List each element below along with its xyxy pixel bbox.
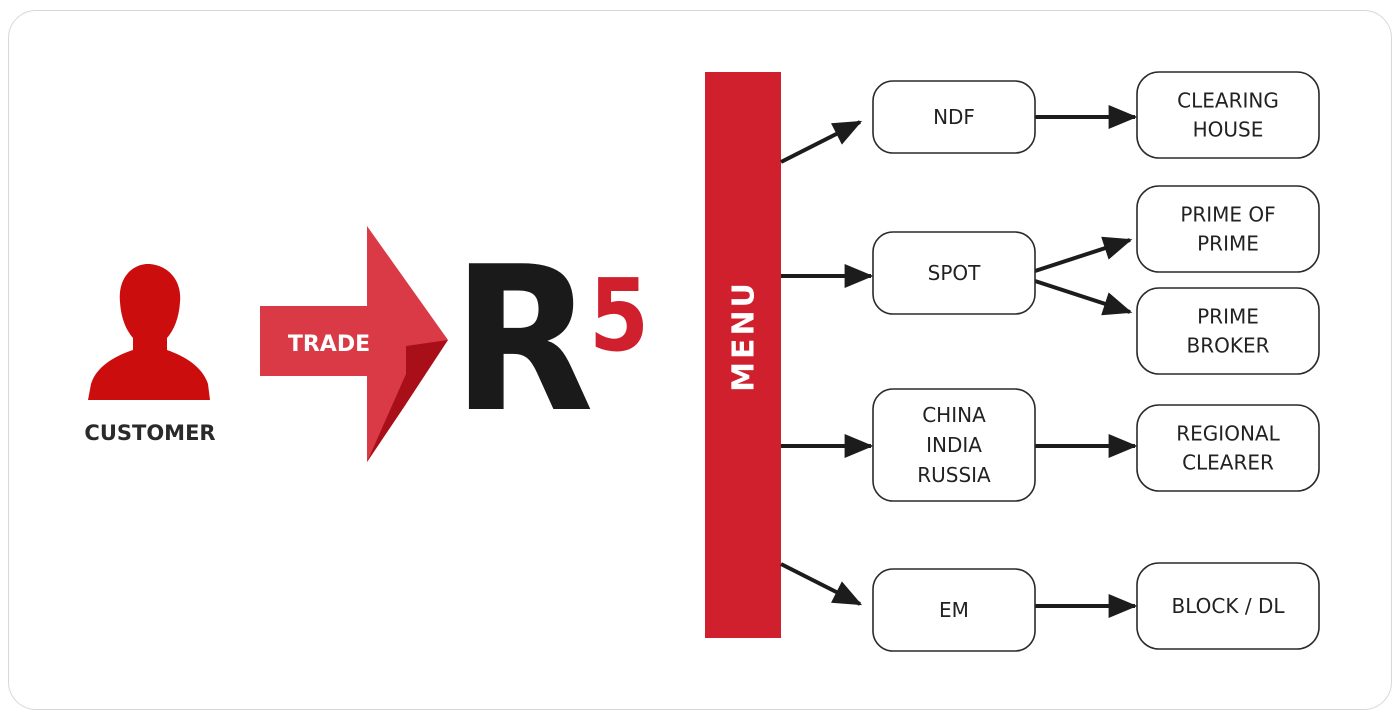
customer-label: CUSTOMER <box>84 421 215 445</box>
node-label-line: NDF <box>933 105 975 129</box>
node-cir-text: CHINA INDIA RUSSIA <box>917 403 991 487</box>
node-block-dl: BLOCK / DL <box>1136 562 1320 650</box>
edge-spot-pb <box>1034 279 1133 316</box>
node-label-line: PRIME <box>1197 232 1259 256</box>
node-label-line: SPOT <box>928 261 981 285</box>
r5-logo: R 5 <box>452 224 649 457</box>
node-regional-clearer: REGIONAL CLEARER <box>1136 404 1320 492</box>
node-label-line: INDIA <box>926 433 982 457</box>
node-spot-text: SPOT <box>928 261 981 285</box>
node-em: EM <box>872 568 1036 652</box>
node-prime-broker: PRIME BROKER <box>1136 287 1320 375</box>
menu-label: MENU <box>727 280 762 392</box>
node-label-line: REGIONAL <box>1176 422 1280 446</box>
node-spot: SPOT <box>872 231 1036 315</box>
node-label-line: HOUSE <box>1193 118 1264 142</box>
menu-bar <box>705 72 781 638</box>
logo-superscript: 5 <box>589 257 649 374</box>
node-prime-broker-text: PRIME BROKER <box>1186 305 1269 358</box>
node-label-line: PRIME <box>1197 305 1259 329</box>
node-label-line: BLOCK / DL <box>1172 594 1286 618</box>
node-label-line: RUSSIA <box>917 463 991 487</box>
logo-letter: R <box>452 224 594 457</box>
node-regional-clearer-text: REGIONAL CLEARER <box>1176 422 1280 475</box>
node-block-dl-text: BLOCK / DL <box>1172 594 1286 618</box>
edge-menu-ndf <box>780 120 863 164</box>
large-arrow-right-icon <box>260 226 448 462</box>
edge-menu-em <box>780 562 863 606</box>
node-label-line: CLEARING <box>1177 89 1279 113</box>
person-silhouette-icon <box>88 264 210 400</box>
node-label-line: CLEARER <box>1182 451 1274 475</box>
node-label-line: BROKER <box>1186 334 1269 358</box>
node-label-line: EM <box>939 598 969 622</box>
node-label-line: CHINA <box>922 403 986 427</box>
node-label-line: PRIME OF <box>1180 203 1275 227</box>
node-em-text: EM <box>939 598 969 622</box>
node-ndf-text: NDF <box>933 105 975 129</box>
node-china-india-russia: CHINA INDIA RUSSIA <box>872 388 1036 502</box>
node-clearing-house-text: CLEARING HOUSE <box>1177 89 1279 142</box>
edge-spot-pop <box>1034 236 1133 273</box>
trade-label: TRADE <box>288 332 370 357</box>
node-ndf: NDF <box>872 80 1036 154</box>
node-prime-of-prime: PRIME OF PRIME <box>1136 185 1320 273</box>
node-clearing-house: CLEARING HOUSE <box>1136 71 1320 159</box>
node-prime-of-prime-text: PRIME OF PRIME <box>1180 203 1275 256</box>
